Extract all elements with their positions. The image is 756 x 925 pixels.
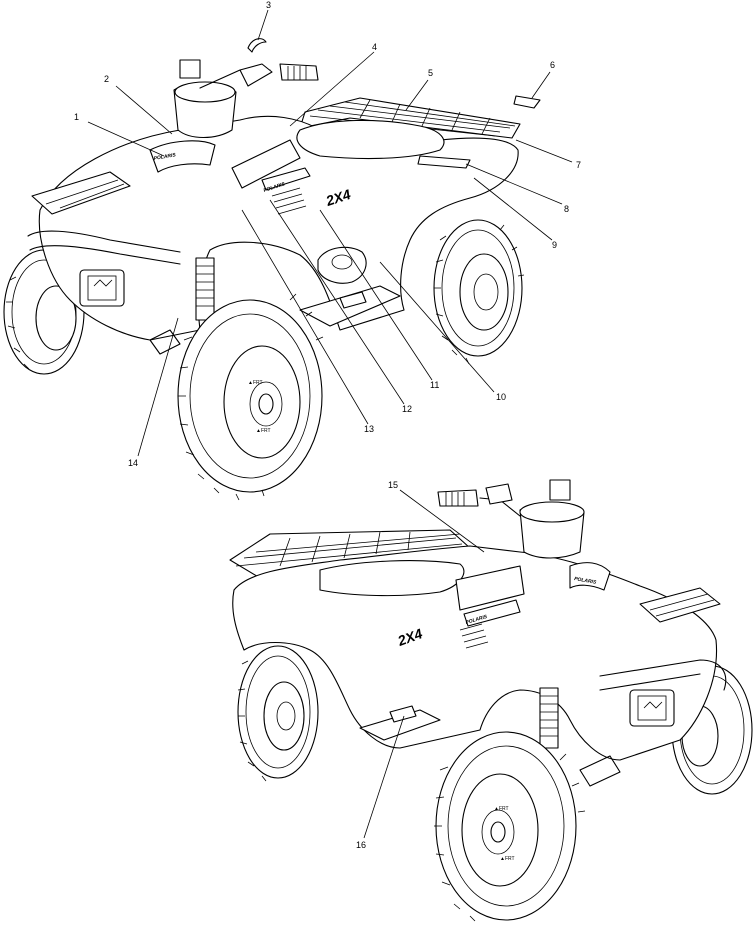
callout-8: 8 bbox=[564, 204, 569, 214]
rear-left-wheel bbox=[237, 645, 319, 782]
atv-top-view: ▲FRT ▲FRT bbox=[3, 59, 525, 501]
bottom-front-left-wheel: ▲FRT ▲FRT bbox=[434, 731, 586, 922]
callout-5: 5 bbox=[428, 68, 433, 78]
svg-text:▲FRT: ▲FRT bbox=[256, 428, 271, 434]
bottom-rear-rack bbox=[229, 529, 471, 579]
rear-right-wheel bbox=[433, 219, 525, 365]
front-right-wheel: ▲FRT ▲FRT bbox=[177, 293, 324, 501]
model-decal-top: 2X4 bbox=[323, 186, 353, 209]
handlebar-assembly bbox=[173, 59, 319, 139]
callout-13: 13 bbox=[364, 424, 374, 434]
hood-brand-decal-top: POLARIS bbox=[153, 152, 177, 162]
front-bumper bbox=[27, 230, 181, 355]
callout-labels: 1 2 3 4 5 6 7 8 9 10 11 12 13 14 15 16 bbox=[74, 0, 581, 850]
body-fenders bbox=[31, 115, 519, 341]
callout-2: 2 bbox=[104, 74, 109, 84]
callout-12: 12 bbox=[402, 404, 412, 414]
callout-7: 7 bbox=[576, 160, 581, 170]
callout-6: 6 bbox=[550, 60, 555, 70]
callout-11: 11 bbox=[430, 380, 439, 390]
leader-lines bbox=[87, 9, 573, 839]
callout-16: 16 bbox=[356, 840, 366, 850]
svg-text:▲FRT: ▲FRT bbox=[494, 806, 509, 812]
callout-4: 4 bbox=[372, 42, 377, 52]
bottom-body-fenders bbox=[232, 545, 727, 787]
hood-brand-decal-bottom: POLARIS bbox=[574, 576, 598, 586]
callout-1: 1 bbox=[74, 112, 79, 122]
atv-bottom-view: ▲FRT ▲FRT bbox=[229, 479, 753, 922]
callout-14: 14 bbox=[128, 458, 138, 468]
svg-text:▲FRT: ▲FRT bbox=[248, 380, 263, 386]
callout-9: 9 bbox=[552, 240, 557, 250]
svg-text:▲FRT: ▲FRT bbox=[500, 856, 515, 862]
callout-3: 3 bbox=[266, 0, 271, 10]
callout-15: 15 bbox=[388, 480, 398, 490]
part-3-clip bbox=[247, 38, 267, 53]
bottom-handlebar-assembly bbox=[437, 479, 585, 559]
callout-10: 10 bbox=[496, 392, 506, 402]
part-6-decal bbox=[513, 95, 541, 109]
front-shock bbox=[195, 257, 215, 321]
